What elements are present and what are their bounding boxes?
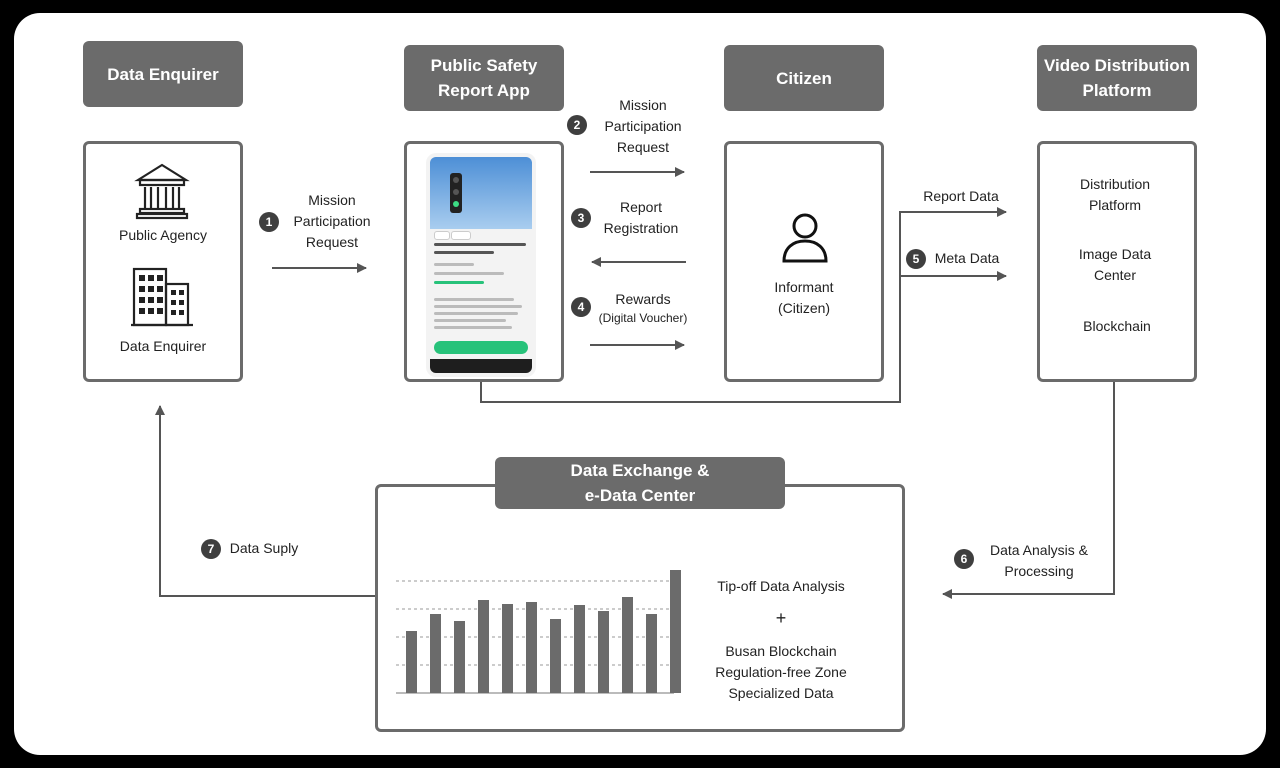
step-badge-1: 1 — [259, 212, 279, 232]
chart-bar — [646, 614, 657, 693]
video-platform-box: Distribution Platform Image Data Center … — [1037, 141, 1197, 382]
busan-label: Busan Blockchain Regulation-free Zone Sp… — [715, 643, 847, 701]
chart-bar — [502, 604, 513, 693]
arrow-7 — [155, 405, 376, 597]
step-1-label: Mission Participation Request — [293, 192, 371, 250]
header-video-platform: Video Distribution Platform — [1037, 45, 1197, 111]
informant-label: Informant (Citizen) — [774, 279, 834, 316]
plus-label: + — [775, 608, 787, 628]
arrow-6 — [942, 382, 1115, 599]
header-data-enquirer: Data Enquirer — [83, 41, 243, 107]
step-7-label: Data Suply — [229, 540, 299, 556]
bar-chart — [396, 570, 681, 694]
report-data-label: Report Data — [923, 188, 999, 204]
chart-bar — [670, 570, 681, 693]
step-badge-6: 6 — [954, 549, 974, 569]
exchange-box: Tip-off Data Analysis + Busan Blockchain… — [375, 484, 905, 732]
blockchain-label: Blockchain — [1083, 318, 1151, 334]
distribution-platform-label: Distribution Platform — [1079, 176, 1151, 213]
person-icon — [782, 213, 828, 263]
public-agency-label: Public Agency — [119, 227, 207, 243]
chart-bar — [406, 631, 417, 693]
chart-bar — [430, 614, 441, 693]
step-5-label: Meta Data — [934, 250, 1000, 266]
chart-bar — [550, 619, 561, 693]
building-icon — [131, 267, 193, 327]
step-3-label: Report Registration — [603, 199, 679, 236]
chart-bar — [454, 621, 465, 693]
step-4-label: Rewards — [615, 291, 671, 307]
data-enquirer-box: Public Agency Data Enquirer — [83, 141, 243, 382]
header-citizen: Citizen — [724, 45, 884, 111]
step-badge-2: 2 — [567, 115, 587, 135]
bank-icon — [134, 163, 190, 220]
chart-bar — [526, 602, 537, 693]
header-report-app: Public Safety Report App — [404, 45, 564, 111]
phone-screen — [426, 153, 536, 377]
header-exchange: Data Exchange & e-Data Center — [495, 457, 785, 509]
tip-off-label: Tip-off Data Analysis — [717, 578, 845, 594]
step-6-label: Data Analysis & Processing — [989, 542, 1089, 579]
rewards-sublabel: (Digital Voucher) — [598, 311, 688, 325]
report-data-path — [480, 207, 1007, 403]
step-badge-7: 7 — [201, 539, 221, 559]
step-2-label: Mission Participation Request — [604, 97, 682, 155]
data-enquirer-label: Data Enquirer — [119, 338, 207, 354]
step-badge-3: 3 — [571, 208, 591, 228]
chart-bar — [574, 605, 585, 693]
chart-bar — [598, 611, 609, 693]
chart-bar — [478, 600, 489, 693]
citizen-box: Informant (Citizen) — [724, 141, 884, 382]
step-badge-4: 4 — [571, 297, 591, 317]
step-badge-5: 5 — [906, 249, 926, 269]
chart-bar — [622, 597, 633, 693]
image-data-center-label: Image Data Center — [1078, 246, 1152, 283]
